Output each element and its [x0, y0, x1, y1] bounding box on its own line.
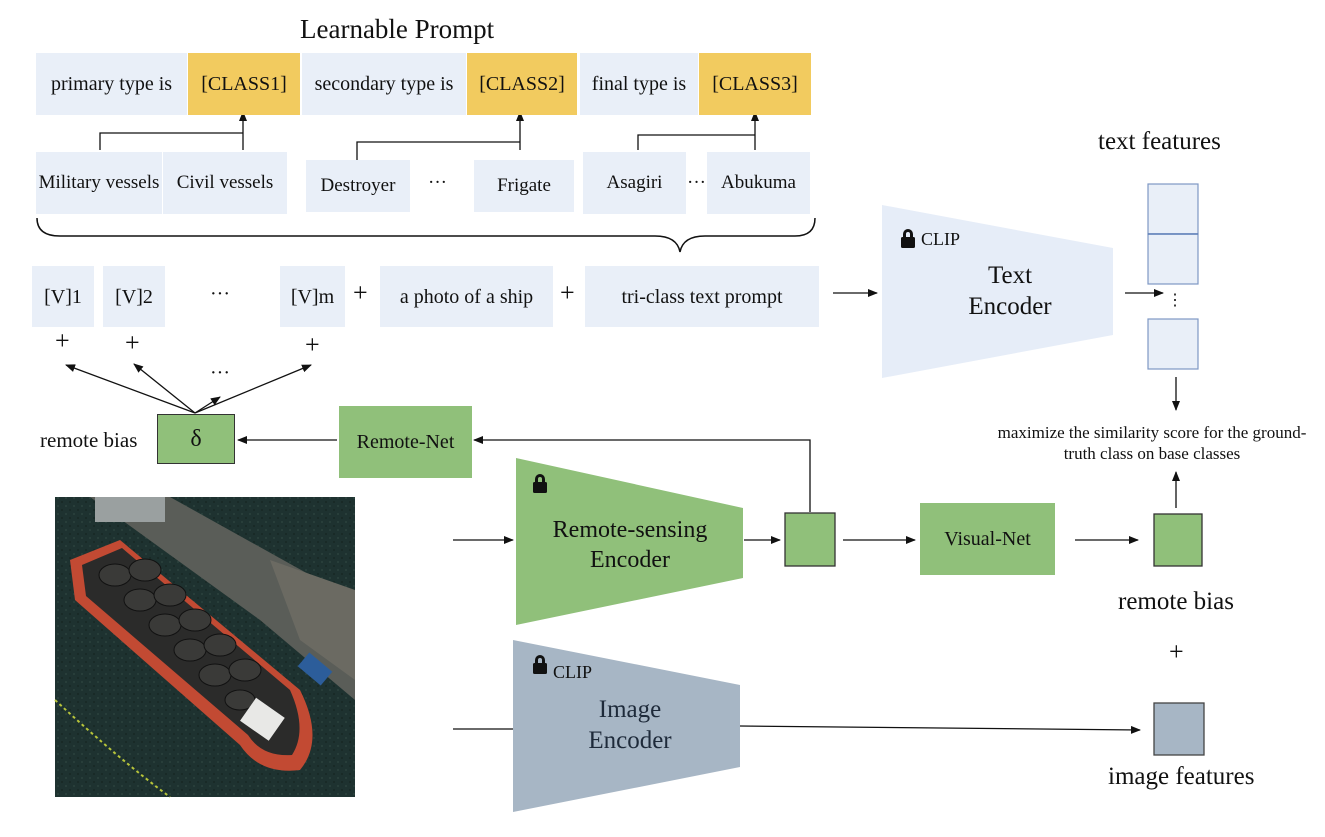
token-ellipsis: ··· [210, 283, 230, 305]
token-v2: [V]2 [103, 266, 165, 327]
prompt-segment-secondary: secondary type is [302, 53, 466, 115]
arrow-delta-v1 [65, 364, 196, 414]
plus-sign-right: + [1169, 637, 1184, 666]
prompt-segment-final: final type is [580, 53, 698, 115]
image-encoder-label: Image Encoder [588, 696, 672, 755]
option-abukuma: Abukuma [707, 152, 810, 214]
text-feature-box-3 [1147, 318, 1199, 370]
text-encoder-clip-label: CLIP [921, 229, 961, 249]
arrow-delta-v2 [133, 363, 196, 414]
remote-bias-label-left: remote bias [40, 428, 138, 452]
option-ellipsis-final: ··· [687, 172, 706, 193]
image-encoder-shape [513, 640, 740, 812]
prompt-class1: [CLASS1] [188, 53, 300, 115]
plus-sign: + [125, 328, 140, 357]
text-feature-box-2 [1147, 233, 1199, 285]
prompt-title: Learnable Prompt [300, 14, 495, 44]
option-destroyer: Destroyer [306, 160, 410, 212]
objective-text: maximize the similarity score for the gr… [997, 423, 1307, 464]
triclass-prompt-text: tri-class text prompt [585, 266, 819, 327]
image-encoder-clip-label: CLIP [553, 662, 593, 682]
text-features-label: text features [1098, 128, 1221, 155]
text-encoder-shape [882, 205, 1113, 378]
lock-icon [533, 474, 547, 493]
prompt-class2: [CLASS2] [467, 53, 577, 115]
prompt-class3: [CLASS3] [699, 53, 811, 115]
visual-net-box: Visual-Net [920, 503, 1055, 575]
text-feature-box-1 [1147, 183, 1199, 235]
image-features-label: image features [1108, 763, 1255, 790]
plus-ellipsis: ··· [210, 362, 230, 384]
option-ellipsis-secondary: ··· [428, 172, 447, 193]
arrow-to-image-features [739, 725, 1141, 734]
option-civil-vessels: Civil vessels [163, 152, 287, 214]
rs-encoder-label: Remote-sensing Encoder [552, 517, 708, 573]
option-military-vessels: Military vessels [36, 152, 162, 214]
remote-bias-box-right [1153, 513, 1203, 567]
curly-brace [36, 217, 816, 253]
photo-of-ship-text: a photo of a ship [380, 266, 553, 327]
lock-icon [901, 229, 915, 248]
connector-secondary [356, 141, 520, 160]
option-frigate: Frigate [474, 160, 574, 212]
plus-sign: + [55, 326, 70, 355]
lock-icon [533, 655, 547, 674]
arrow-delta-vm [194, 364, 312, 414]
connector-final [637, 134, 755, 150]
token-v1: [V]1 [32, 266, 94, 327]
plus-sign: + [560, 278, 575, 307]
arrow-delta-vdots [194, 396, 221, 414]
text-features-vdots: ⋮ [1167, 292, 1183, 309]
text-encoder-label: Text Encoder [968, 262, 1052, 321]
plus-sign: + [353, 278, 368, 307]
delta-box: δ [157, 414, 235, 464]
connector-feature-to-remote-net [473, 436, 811, 512]
prompt-segment-primary: primary type is [36, 53, 187, 115]
token-vm: [V]m [280, 266, 345, 327]
rs-encoder-shape [516, 458, 743, 625]
option-asagiri: Asagiri [583, 152, 686, 214]
ship-satellite-image [54, 497, 355, 798]
remote-net-box: Remote-Net [339, 406, 472, 478]
rs-feature-box [784, 512, 836, 567]
plus-sign: + [305, 330, 320, 359]
connector-primary [99, 132, 243, 150]
image-features-box [1153, 702, 1205, 756]
remote-bias-label-right: remote bias [1118, 588, 1234, 615]
